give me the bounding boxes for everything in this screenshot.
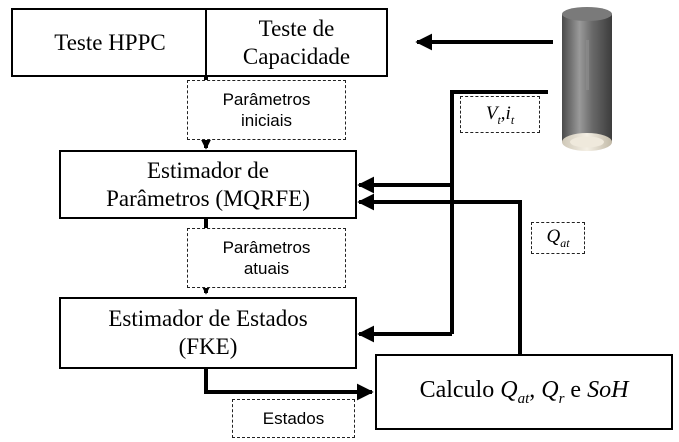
- calc-qr-symbol: Q: [541, 377, 559, 404]
- it-symbol: i: [505, 102, 511, 124]
- capacity-test-block: Teste de Capacidade: [205, 8, 388, 77]
- state-estimator-line2: (FKE): [178, 334, 238, 359]
- parameter-estimator-block: Estimador de Parâmetros (MQRFE): [59, 150, 357, 219]
- current-parameters-line2: atuais: [243, 259, 290, 278]
- calc-at-subscript: at: [517, 390, 530, 407]
- states-text: Estados: [262, 408, 325, 428]
- current-parameters-line1: Parâmetros: [222, 237, 311, 257]
- calculation-block: Calculo Qat, Qr e SoH: [375, 354, 673, 430]
- arrow-states-to-calc: [204, 368, 374, 401]
- calc-q-symbol: Q: [500, 377, 518, 404]
- initial-parameters-line2: iniciais: [240, 111, 293, 130]
- calculation-label: Calculo Qat, Qr e SoH: [420, 376, 629, 408]
- parameter-estimator-line1: Estimador de: [147, 157, 269, 183]
- vt-symbol: V: [485, 102, 498, 124]
- capacity-test-label-line2: Capacidade: [242, 43, 351, 69]
- vt-subscript: t: [497, 112, 501, 127]
- parameter-estimator-line2: Parâmetros (MQRFE): [106, 185, 310, 211]
- state-estimator-block: Estimador de Estados (FKE): [59, 297, 357, 369]
- calc-prefix: Calculo: [419, 377, 501, 404]
- it-subscript: t: [510, 112, 515, 127]
- qat-label: Qat: [531, 222, 585, 254]
- hppc-test-label: Teste HPPC: [54, 29, 166, 55]
- calc-and: e: [564, 377, 588, 404]
- battery-cell-image: [562, 7, 612, 151]
- calc-r-subscript: r: [558, 390, 565, 407]
- qat-symbol: Q: [546, 226, 561, 248]
- vt-it-label: Vt,it: [460, 96, 540, 133]
- states-label: Estados: [232, 399, 355, 438]
- state-estimator-line1: Estimador de Estados: [108, 306, 308, 332]
- arrow-qat-feedback: [357, 193, 522, 354]
- wire-vt-it-bus: [450, 90, 548, 334]
- hppc-test-block: Teste HPPC: [11, 8, 207, 77]
- capacity-test-label-line1: Teste de: [258, 15, 335, 41]
- calc-separator: ,: [529, 377, 542, 404]
- initial-parameters-line1: Parâmetros: [222, 89, 311, 109]
- current-parameters-label: Parâmetros atuais: [187, 228, 346, 288]
- calc-soh: SoH: [587, 377, 629, 404]
- qat-subscript: at: [560, 235, 570, 250]
- initial-parameters-label: Parâmetros iniciais: [187, 80, 346, 140]
- vt-it-comma: ,: [500, 102, 506, 124]
